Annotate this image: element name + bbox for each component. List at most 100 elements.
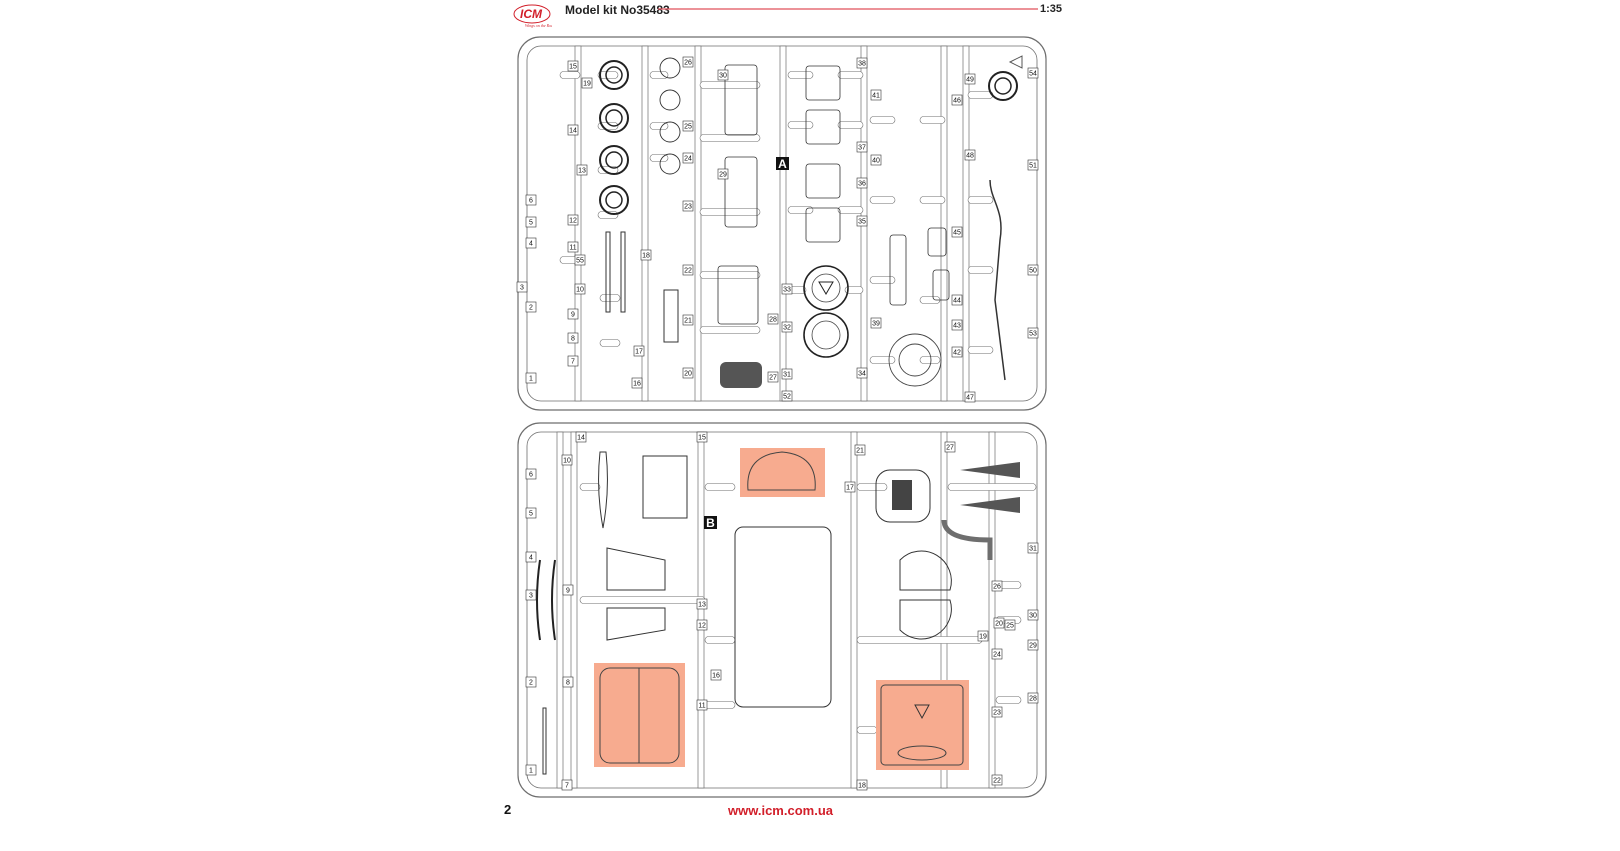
sprue-runner: [940, 45, 948, 402]
part-number: 16: [633, 381, 641, 388]
part-number: 38: [858, 61, 866, 68]
part-number: 53: [1029, 331, 1037, 338]
sprue-letter: A: [778, 157, 787, 171]
sprue-frame-outer: [517, 422, 1047, 798]
part-number: 41: [872, 93, 880, 100]
sprue-gate: [699, 134, 761, 142]
tire-part: [599, 145, 629, 175]
part-number: 9: [566, 588, 570, 595]
part-number-box: [964, 73, 976, 85]
part-number-box: [682, 200, 694, 212]
part-number-box: [525, 468, 537, 480]
part-number-box: [1027, 67, 1039, 79]
tire-part: [988, 71, 1018, 101]
part-number: 48: [966, 153, 974, 160]
part-number-box: [574, 254, 586, 266]
sprue-gate: [837, 121, 864, 129]
part-number-box: [856, 367, 868, 379]
sprue-runner: [940, 431, 948, 789]
part-number: 18: [858, 783, 866, 790]
part-number: 5: [529, 511, 533, 518]
part-number-box: [870, 317, 882, 329]
part-number: 43: [953, 323, 961, 330]
part-number-box: [682, 314, 694, 326]
arrow-mark-icon: [1008, 55, 1023, 69]
plastic-part: [717, 265, 759, 325]
part-number-box: [567, 241, 579, 253]
part-number: 8: [566, 680, 570, 687]
part-number: 6: [529, 198, 533, 205]
sprue-curve-runner: [941, 519, 993, 560]
tire-hub: [605, 191, 623, 209]
sprue-gate: [837, 71, 864, 79]
part-number-box: [525, 194, 537, 206]
part-number: 30: [719, 73, 727, 80]
part-number: 4: [529, 555, 533, 562]
cylinder-part: [663, 289, 679, 343]
part-number: 36: [858, 181, 866, 188]
part-number-box: [1027, 159, 1039, 171]
part-number-box: [951, 346, 963, 358]
part-number: 40: [872, 158, 880, 165]
part-number-box: [951, 319, 963, 331]
part-number-box: [991, 580, 1003, 592]
sprue-gate: [837, 206, 864, 214]
part-number-box: [567, 214, 579, 226]
part-number-box: [1027, 327, 1039, 339]
grille-mesh: [892, 480, 912, 510]
part-number-box: [525, 216, 537, 228]
part-number-box: [1027, 692, 1039, 704]
part-number: 1: [529, 768, 533, 775]
part-number-box: [856, 779, 868, 791]
part-number-box: [993, 617, 1005, 629]
wheel-arch-part: [899, 599, 952, 640]
part-number-box: [567, 308, 579, 320]
sprue-gate: [579, 483, 601, 491]
part-number-box: [856, 141, 868, 153]
sprue-gate: [919, 196, 946, 204]
part-number: 49: [966, 77, 974, 84]
tire-hub: [605, 66, 623, 84]
part-number-box: [575, 431, 587, 443]
sprue-runner: [641, 45, 649, 402]
part-number: 23: [993, 710, 1001, 717]
part-number-box: [870, 154, 882, 166]
part-number: 20: [684, 371, 692, 378]
part-number: 20: [995, 621, 1003, 628]
sprue-gate: [869, 356, 896, 364]
part-number-box: [525, 764, 537, 776]
part-number: 29: [719, 172, 727, 179]
sprue-gate: [649, 71, 669, 79]
sprue-gate: [597, 71, 619, 79]
rail-part: [620, 231, 626, 313]
sprue-runner: [779, 45, 787, 402]
part-number: 21: [684, 318, 692, 325]
sprue-runner: [988, 431, 996, 789]
sprue-runner: [850, 431, 858, 789]
part-number-box: [562, 584, 574, 596]
website-link[interactable]: www.icm.com.ua: [728, 803, 833, 818]
part-number: 15: [698, 435, 706, 442]
part-number-box: [682, 152, 694, 164]
rear-panel-part: [747, 451, 816, 491]
part-number: 17: [846, 485, 854, 492]
part-number: 6: [529, 472, 533, 479]
svg-text:ICM: ICM: [520, 7, 543, 21]
sprue-runner: [962, 45, 970, 402]
wheel-disc-part: [803, 265, 849, 311]
sprue-gate: [699, 271, 761, 279]
part-number: 2: [529, 680, 533, 687]
part-number: 25: [1006, 623, 1014, 630]
part-number: 12: [698, 623, 706, 630]
chassis-part: [734, 526, 832, 708]
sprue-letter-box: [776, 157, 789, 170]
part-number-box: [1027, 264, 1039, 276]
part-number: 13: [578, 168, 586, 175]
part-number: 52: [783, 394, 791, 401]
tire-part: [599, 103, 629, 133]
part-number-box: [682, 367, 694, 379]
plastic-part: [889, 234, 907, 306]
part-number-box: [682, 120, 694, 132]
tire-hub: [605, 151, 623, 169]
part-number: 4: [529, 241, 533, 248]
